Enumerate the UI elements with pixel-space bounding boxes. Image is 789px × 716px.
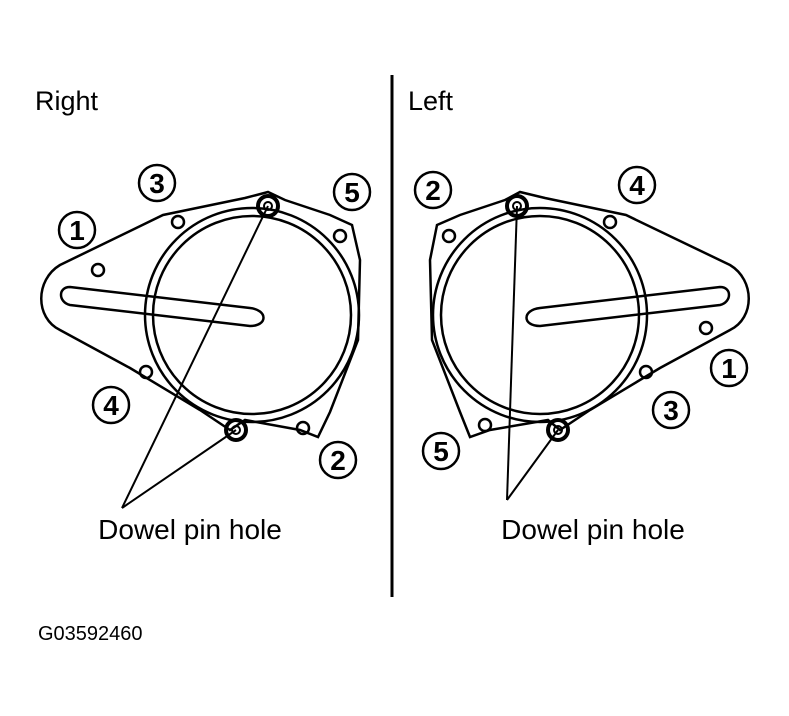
svg-text:5: 5 bbox=[344, 177, 360, 208]
svg-text:2: 2 bbox=[425, 175, 441, 206]
left-bolt-hole-3 bbox=[638, 364, 654, 380]
left-bolt-hole-1 bbox=[698, 320, 714, 336]
svg-text:1: 1 bbox=[69, 215, 85, 246]
right-bolt-number-2: 2 bbox=[318, 440, 358, 480]
left-panel-title: Left bbox=[408, 86, 454, 116]
right-bolt-number-4: 4 bbox=[91, 385, 131, 425]
right-coolant-slot bbox=[59, 285, 265, 328]
left-bolt-number-2: 2 bbox=[413, 170, 453, 210]
left-housing-inner-ring bbox=[439, 214, 641, 416]
left-dowel-pin-hole-bottom bbox=[546, 418, 570, 442]
left-dowel-pin-callout: Dowel pin hole bbox=[501, 514, 685, 545]
left-bolt-number-5: 5 bbox=[421, 431, 461, 471]
right-leader-line-top bbox=[121, 205, 269, 509]
right-bolt-hole-2 bbox=[295, 420, 311, 436]
figure-code: G03592460 bbox=[38, 623, 143, 645]
svg-text:2: 2 bbox=[330, 445, 346, 476]
svg-text:3: 3 bbox=[663, 395, 679, 426]
right-bolt-hole-3 bbox=[170, 214, 186, 230]
left-bolt-hole-4 bbox=[602, 214, 618, 230]
left-bolt-hole-5 bbox=[477, 417, 493, 433]
svg-text:5: 5 bbox=[433, 436, 449, 467]
svg-text:4: 4 bbox=[629, 170, 645, 201]
left-bolt-number-4: 4 bbox=[617, 165, 657, 205]
left-bolt-hole-2 bbox=[441, 228, 457, 244]
left-bolt-number-3: 3 bbox=[651, 390, 691, 430]
left-bolt-number-1: 1 bbox=[709, 348, 749, 388]
right-dowel-pin-hole-bottom bbox=[224, 418, 248, 442]
right-panel: Right 1 2 3 bbox=[35, 86, 372, 545]
svg-text:1: 1 bbox=[721, 353, 737, 384]
right-flange-outline bbox=[40, 190, 362, 439]
left-leader-line-bottom bbox=[506, 429, 559, 501]
right-panel-title: Right bbox=[35, 86, 99, 116]
right-dowel-pin-center-top bbox=[263, 201, 273, 211]
left-leader-line-top bbox=[506, 205, 518, 501]
right-bolt-hole-5 bbox=[332, 228, 348, 244]
left-panel: Left 1 2 3 bbox=[408, 86, 750, 545]
right-dowel-pin-center-bottom bbox=[231, 425, 241, 435]
left-coolant-slot bbox=[525, 285, 731, 328]
right-bolt-number-3: 3 bbox=[137, 163, 177, 203]
right-dowel-pin-callout: Dowel pin hole bbox=[98, 514, 282, 545]
right-dowel-pin-hole-top bbox=[256, 194, 280, 218]
right-bolt-number-1: 1 bbox=[57, 210, 97, 250]
left-housing-outer-ring bbox=[431, 206, 649, 424]
right-bolt-hole-1 bbox=[90, 262, 106, 278]
right-leader-line-bottom bbox=[121, 429, 237, 509]
right-bolt-hole-4 bbox=[138, 364, 154, 380]
left-dowel-pin-center-bottom bbox=[553, 425, 563, 435]
svg-text:4: 4 bbox=[103, 390, 119, 421]
right-bolt-number-5: 5 bbox=[332, 172, 372, 212]
svg-text:3: 3 bbox=[149, 168, 165, 199]
